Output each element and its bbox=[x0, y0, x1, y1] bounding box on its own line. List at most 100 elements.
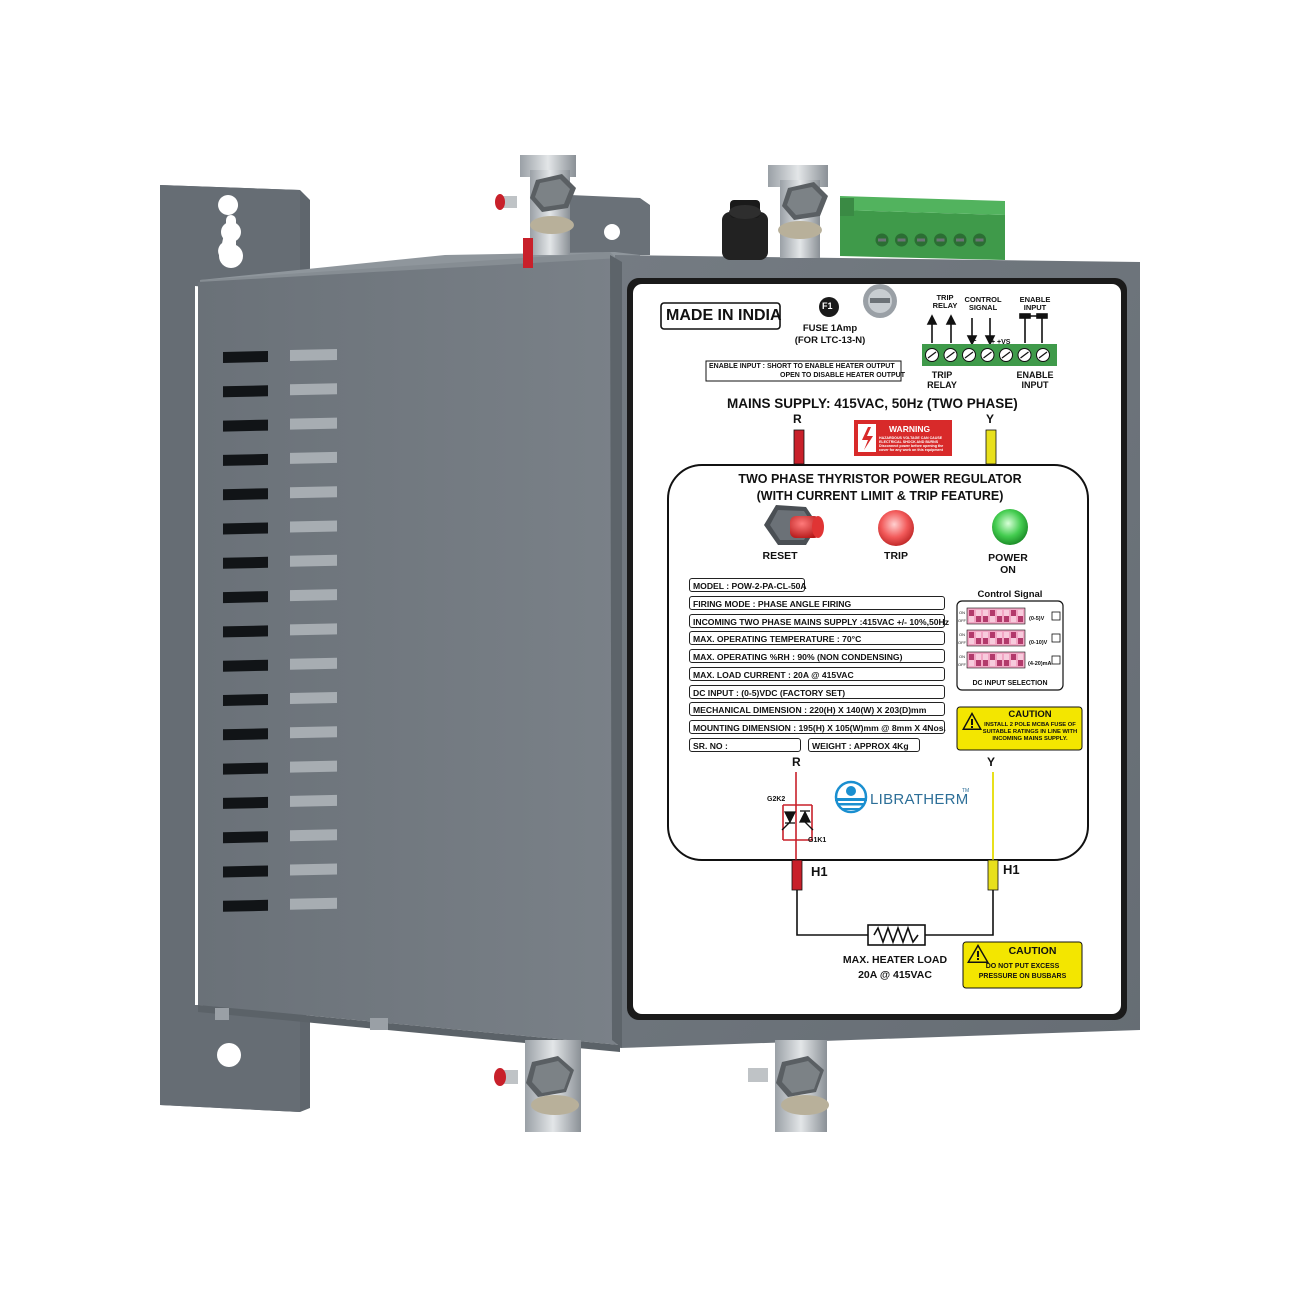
caution-1-text-b: SUITABLE RATINGS IN LINE WITH bbox=[982, 729, 1078, 735]
dc-input-selection: DC INPUT SELECTION bbox=[972, 680, 1048, 687]
phase-r-bottom: R bbox=[792, 755, 801, 769]
fuse-rating: FUSE 1Amp bbox=[802, 323, 858, 334]
enable-note-1: ENABLE INPUT : SHORT TO ENABLE HEATER OU… bbox=[709, 363, 895, 370]
vent-slot bbox=[290, 554, 337, 567]
dip-option-1: (0-10)V bbox=[1029, 640, 1048, 646]
caution-2-title: CAUTION bbox=[1008, 945, 1057, 957]
dc-input-checkbox[interactable] bbox=[1051, 633, 1061, 643]
spec-row: MAX. LOAD CURRENT : 20A @ 415VAC bbox=[689, 667, 945, 681]
vent-slot bbox=[290, 657, 337, 670]
vent-slot bbox=[223, 591, 268, 604]
caution-1-text-c: INCOMING MAINS SUPPLY. bbox=[992, 736, 1068, 742]
regulator-title-1: TWO PHASE THYRISTOR POWER REGULATOR bbox=[738, 472, 1022, 486]
bottom-busbar-r bbox=[494, 1040, 581, 1132]
mains-supply: MAINS SUPPLY: 415VAC, 50Hz (TWO PHASE) bbox=[727, 396, 1018, 411]
vent-slot bbox=[223, 865, 268, 878]
vent-slot bbox=[223, 453, 268, 466]
terminal-plus-vs: + +VS bbox=[991, 339, 1011, 346]
trip-label: TRIP bbox=[884, 550, 908, 562]
caution-2-text-a: DO NOT PUT EXCESS bbox=[985, 963, 1060, 970]
brand-name: LIBRATHERM bbox=[870, 791, 969, 808]
svg-text:OFF: OFF bbox=[958, 618, 967, 623]
spec-row: MAX. OPERATING TEMPERATURE : 70°C bbox=[689, 631, 945, 645]
dc-input-checkbox[interactable] bbox=[1051, 611, 1061, 621]
heater-load-circuit bbox=[796, 890, 994, 946]
label-busbar-y-top bbox=[985, 429, 997, 465]
label-busbar-r-top bbox=[793, 429, 805, 465]
brand-tm: TM bbox=[962, 788, 970, 794]
regulator-title-2: (WITH CURRENT LIMIT & TRIP FEATURE) bbox=[756, 489, 1004, 503]
caution-sticker-1 bbox=[956, 706, 1083, 751]
vent-slot bbox=[290, 760, 337, 773]
fuse-id: F1 bbox=[822, 301, 833, 311]
caution-1-text-a: INSTALL 2 POLE MCBA FUSE OF bbox=[984, 722, 1076, 728]
thyristor-symbol bbox=[782, 772, 813, 862]
dip-option-0: (0-5)V bbox=[1029, 616, 1045, 622]
vent-slot bbox=[223, 899, 268, 912]
made-in-india-box bbox=[660, 302, 781, 330]
vent-slot bbox=[223, 728, 268, 741]
top-busbar-y bbox=[768, 165, 828, 258]
enable-note-2: OPEN TO DISABLE HEATER OUTPUT bbox=[780, 372, 905, 379]
weight: WEIGHT : APPROX 4Kg bbox=[808, 738, 920, 752]
heater-load-1: MAX. HEATER LOAD bbox=[842, 954, 948, 966]
brand-logo-icon bbox=[834, 780, 868, 814]
vent-slot bbox=[290, 623, 337, 636]
vent-slot bbox=[290, 417, 337, 430]
power-led bbox=[992, 509, 1028, 545]
vent-slot bbox=[223, 659, 268, 672]
vent-slot bbox=[290, 863, 337, 876]
vent-slot bbox=[223, 762, 268, 775]
vent-slots bbox=[223, 349, 337, 912]
sr-no: SR. NO : bbox=[689, 738, 801, 752]
svg-text:OFF: OFF bbox=[958, 640, 967, 645]
top-busbar-r bbox=[495, 155, 576, 268]
fuse-holder[interactable] bbox=[722, 200, 768, 260]
vent-slot bbox=[223, 694, 268, 706]
terminal-diagram bbox=[926, 313, 1048, 346]
svg-text:ON: ON bbox=[959, 654, 965, 659]
vent-slot bbox=[290, 897, 337, 910]
caution-sticker-2 bbox=[962, 941, 1083, 989]
dc-input-checkbox[interactable] bbox=[1051, 655, 1061, 665]
warning-title: WARNING bbox=[889, 424, 931, 434]
warning-sticker bbox=[854, 420, 952, 456]
vent-slot bbox=[223, 351, 268, 363]
reset-button[interactable] bbox=[764, 505, 824, 545]
terminal-minus: – bbox=[972, 336, 977, 345]
vent-slot bbox=[290, 829, 337, 842]
vent-slot bbox=[290, 486, 337, 499]
phase-y-top: Y bbox=[986, 412, 995, 426]
label-busbar-r-bottom bbox=[791, 859, 803, 891]
vent-slot bbox=[223, 522, 268, 535]
g2k2-label: G2K2 bbox=[767, 796, 786, 803]
svg-text:ON: ON bbox=[959, 610, 965, 615]
spec-row: MECHANICAL DIMENSION : 220(H) X 140(W) X… bbox=[689, 702, 945, 716]
housing-side bbox=[198, 258, 620, 1045]
h1-right: H1 bbox=[1003, 862, 1020, 877]
fuse-f1-marker bbox=[819, 297, 839, 317]
phase-y-bottom: Y bbox=[987, 755, 996, 769]
spec-row: MODEL : POW-2-PA-CL-50A bbox=[689, 578, 807, 592]
g1k1-label: G1K1 bbox=[808, 837, 827, 844]
caution-1-title: CAUTION bbox=[1008, 709, 1052, 720]
reset-label: RESET bbox=[762, 550, 798, 562]
vent-slot bbox=[223, 831, 268, 844]
made-in-india: MADE IN INDIA bbox=[666, 307, 782, 324]
label-busbar-y-bottom bbox=[987, 859, 999, 891]
cover-screw bbox=[863, 284, 897, 318]
vent-slot bbox=[290, 520, 337, 533]
vent-slot bbox=[290, 451, 337, 464]
dip-option-2: (4-20)mA bbox=[1028, 661, 1052, 667]
spec-row: MOUNTING DIMENSION : 195(H) X 105(W)mm @… bbox=[689, 720, 946, 734]
spec-row: FIRING MODE : PHASE ANGLE FIRING bbox=[689, 596, 945, 610]
spec-row: DC INPUT : (0-5)VDC (FACTORY SET) bbox=[689, 685, 945, 699]
terminal-block[interactable] bbox=[840, 196, 1005, 260]
vent-slot bbox=[290, 726, 337, 739]
vent-slot bbox=[223, 796, 268, 809]
vent-slot bbox=[290, 692, 337, 704]
